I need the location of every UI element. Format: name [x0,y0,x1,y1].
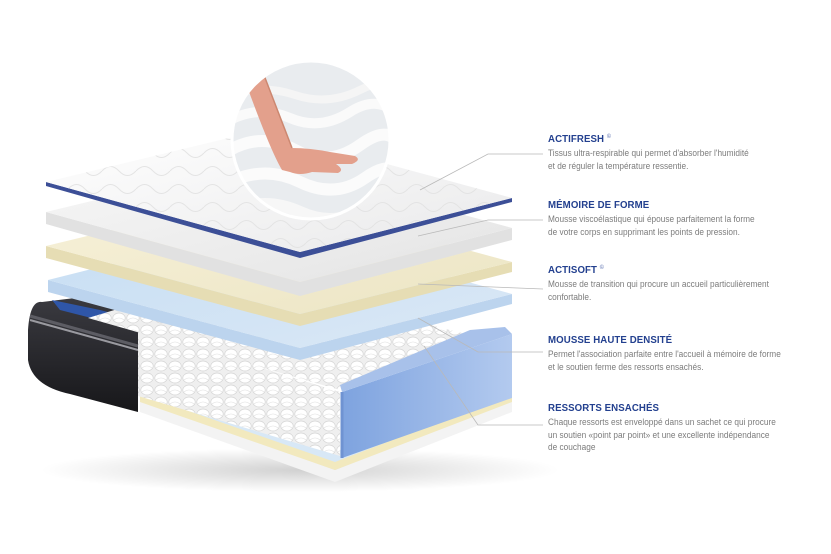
callout-title: MÉMOIRE DE FORME [548,199,650,211]
leader-line-ressorts [423,345,543,426]
leader-line-actifresh [419,153,543,191]
callout-memoire-de-forme: MÉMOIRE DE FORME Mousse viscoélastique q… [548,199,828,238]
hand-icon [244,70,358,174]
closeup-inset [230,59,392,221]
callout-description: Mousse viscoélastique qui épouse parfait… [548,214,755,237]
leader-line-haute-densite [417,317,543,353]
leader-line-actisoft [417,283,544,290]
callout-title: MOUSSE HAUTE DENSITÉ [548,334,673,346]
callout-description: Chaque ressorts est enveloppé dans un sa… [548,417,776,452]
callout-actisoft: ACTISOFT© Mousse de transition qui procu… [548,264,828,303]
pocket-springs-side [138,330,340,456]
callout-actifresh: ACTIFRESH© Tissus ultra-respirable qui p… [548,133,828,172]
leader-line-memoire [417,219,543,237]
callout-description: Permet l'association parfaite entre l'ac… [548,349,781,372]
callout-title: RESSORTS ENSACHÉS [548,402,660,414]
callout-title: ACTIFRESH© [548,133,612,145]
high-density-foam-block [342,334,512,458]
callout-mousse-haute-densite: MOUSSE HAUTE DENSITÉ Permet l'associatio… [548,334,828,373]
leader-lines [417,153,544,426]
callout-description: Tissus ultra-respirable qui permet d'abs… [548,148,749,171]
callout-title: ACTISOFT© [548,264,604,276]
callout-ressorts-ensaches: RESSORTS ENSACHÉS Chaque ressorts est en… [548,402,828,454]
callout-description: Mousse de transition qui procure un accu… [548,279,769,302]
ground-shadow [40,448,560,492]
